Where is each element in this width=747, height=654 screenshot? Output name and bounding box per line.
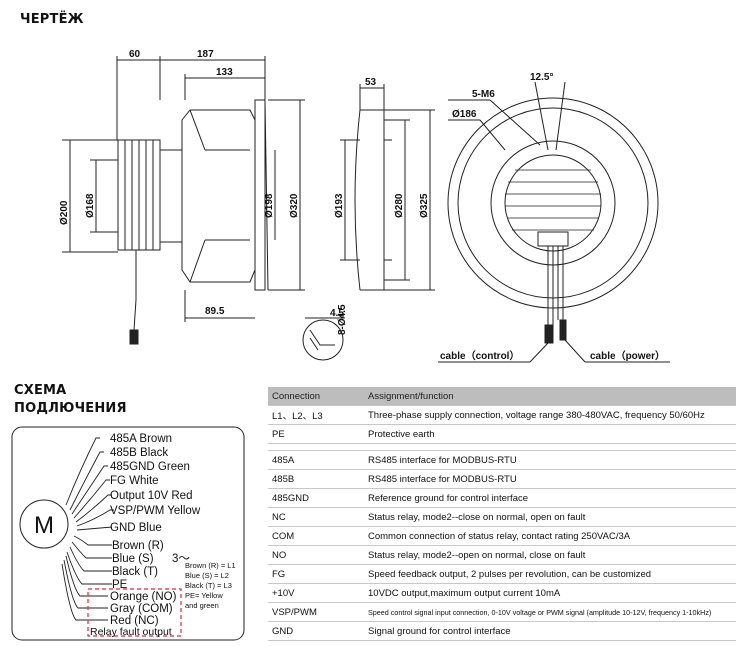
cable-control-label: cable（control） (440, 349, 519, 362)
assignment-cell: Speed feedback output, 2 pulses per revo… (364, 564, 736, 584)
assignment-cell: Status relay, mode2--close on normal, op… (364, 507, 736, 527)
motor-symbol (19, 499, 69, 549)
svg-text:Blue (S) = L2: Blue (S) = L2 (185, 571, 229, 580)
assignment-cell: Signal ground for control interface (364, 621, 736, 641)
connection-cell: COM (268, 526, 364, 546)
assignment-cell: Three-phase supply connection, voltage r… (364, 405, 736, 425)
table-header: Connection Assignment/function (268, 387, 736, 406)
svg-text:GND Blue: GND Blue (110, 522, 162, 534)
drawing-heading: ЧЕРТЁЖ (20, 12, 84, 27)
connection-cell: FG (268, 564, 364, 584)
connection-cell: L1、L2、L3 (268, 405, 364, 425)
technical-drawing: 60 187 133 Ø200 Ø168 Ø198 Ø320 89.5 4.5 … (59, 49, 670, 363)
relay-wire-labels: Orange (NO) Gray (COM) Red (NC) Relay fa… (90, 591, 177, 638)
dim-320: Ø320 (289, 193, 300, 218)
svg-text:Brown (R): Brown (R) (112, 540, 164, 552)
assignment-cell: Status relay, mode2--open on normal, clo… (364, 545, 736, 565)
dim-193: Ø193 (334, 193, 345, 218)
svg-text:VSP/PWM Yellow: VSP/PWM Yellow (110, 505, 201, 517)
power-wire-labels: Brown (R) Blue (S) Black (T) PE 3～ (112, 540, 190, 591)
dim-186: Ø186 (452, 109, 477, 120)
svg-text:485B Black: 485B Black (110, 447, 168, 459)
connection-cell: PE (268, 424, 364, 444)
connection-cell: +10V (268, 583, 364, 603)
header-connection: Connection (268, 387, 364, 406)
svg-text:Black (T) = L3: Black (T) = L3 (185, 581, 232, 590)
svg-text:485GND Green: 485GND Green (110, 461, 190, 473)
phase-note: Brown (R) = L1 Blue (S) = L2 Black (T) =… (185, 561, 236, 610)
dim-200: Ø200 (59, 200, 70, 225)
dim-280: Ø280 (394, 193, 405, 218)
side-view (62, 56, 345, 361)
assignment-cell: Common connection of status relay, conta… (364, 526, 736, 546)
assignment-cell: Reference ground for control interface (364, 488, 736, 508)
profile-view (340, 84, 435, 291)
dim-8-holes: 8-Ø4.5 (337, 304, 348, 335)
relay-fault-label: Relay fault output (90, 626, 172, 638)
connection-cell: VSP/PWM (268, 602, 364, 622)
svg-text:Brown (R) = L1: Brown (R) = L1 (185, 561, 236, 570)
connection-cell: 485A (268, 450, 364, 470)
dim-53: 53 (365, 77, 377, 88)
scheme-heading-line1: СХЕМА (14, 383, 67, 398)
connection-cell: NC (268, 507, 364, 527)
svg-text:Gray (COM): Gray (COM) (110, 603, 173, 615)
connection-cell: GND (268, 621, 364, 641)
dim-89-5: 89.5 (205, 306, 225, 317)
dim-angle: 12.5° (530, 72, 553, 83)
svg-text:PE= Yellow: PE= Yellow (185, 591, 223, 600)
dim-187: 187 (197, 49, 214, 60)
dim-4-5: 4.5 (330, 308, 344, 319)
assignment-cell: RS485 interface for MODBUS-RTU (364, 469, 736, 489)
svg-text:Blue (S): Blue (S) (112, 553, 154, 565)
control-wire-labels: 485A Brown 485B Black 485GND Green FG Wh… (110, 433, 201, 534)
connection-cell: NO (268, 545, 364, 565)
dim-133: 133 (216, 67, 233, 78)
three-phase-symbol: 3～ (172, 553, 190, 565)
svg-text:Orange (NO): Orange (NO) (110, 591, 177, 603)
svg-text:Output 10V Red: Output 10V Red (110, 490, 192, 502)
svg-text:Black (T): Black (T) (112, 566, 158, 578)
dim-168: Ø168 (85, 193, 96, 218)
dim-198: Ø198 (264, 193, 275, 218)
connection-cell: 485GND (268, 488, 364, 508)
assignment-cell: RS485 interface for MODBUS-RTU (364, 450, 736, 470)
front-view (438, 81, 670, 363)
svg-text:FG White: FG White (110, 475, 159, 487)
dim-325: Ø325 (419, 193, 430, 218)
dim-5-m6: 5-M6 (472, 89, 495, 100)
wire-bundles (61, 437, 114, 621)
svg-text:PE: PE (112, 579, 128, 591)
header-assignment: Assignment/function (364, 387, 736, 406)
svg-text:Red (NC): Red (NC) (110, 615, 159, 627)
scheme-heading-line2: ПОДЛЮЧЕНИЯ (14, 401, 127, 416)
assignment-cell: Protective earth (364, 424, 736, 444)
motor-letter: M (34, 512, 54, 539)
assignment-cell: Speed control signal input connection, 0… (364, 602, 736, 622)
svg-text:485A Brown: 485A Brown (110, 433, 172, 445)
cable-power-label: cable（power） (590, 349, 665, 362)
table-group-gap (268, 443, 736, 451)
connection-cell: 485B (268, 469, 364, 489)
assignment-cell: 10VDC output,maximum output current 10mA (364, 583, 736, 603)
svg-text:and green: and green (185, 601, 219, 610)
dim-60: 60 (129, 49, 141, 60)
